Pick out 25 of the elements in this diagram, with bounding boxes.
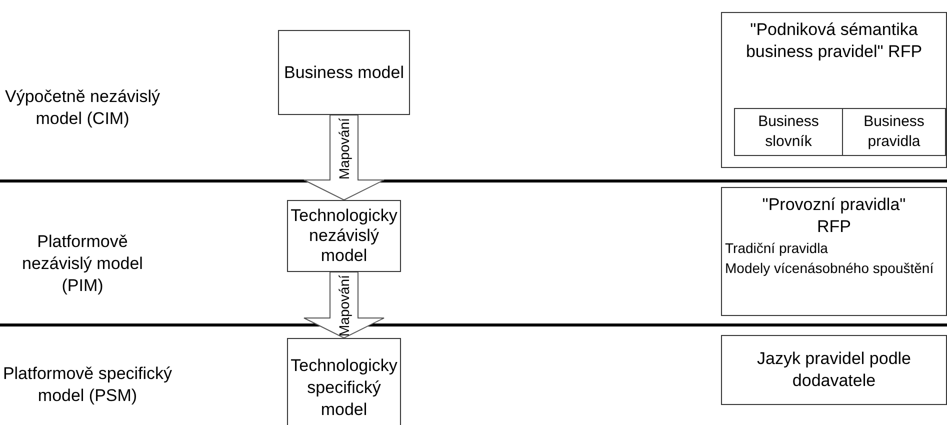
block-arrow [304,114,384,201]
block-arrow [304,272,384,339]
row-label: Platformově specifický model (PSM) [2,363,174,407]
box-label: Business pravidla [862,112,926,152]
edge-label: Mapování [335,275,353,336]
model-box [278,30,410,115]
edge-label: Mapování [335,118,353,180]
box-label: Technologicky specifický model [290,355,398,421]
box-label: Technologicky nezávislý model [290,206,398,266]
row-label: Platformově nezávislý model (PIM) [21,231,144,297]
box-label: Jazyk pravidel podle dodavatele [756,348,912,392]
table-cell [734,108,843,156]
model-box [287,200,401,272]
table-cell [842,108,946,156]
list-item: Modely vícenásobného spouštění [724,259,934,278]
panel-heading: "Provozní pravidla" RFP [761,194,907,238]
box-label: Business model [284,62,404,84]
rules-panel [721,187,947,316]
rules-panel [721,12,947,168]
model-box [287,338,401,425]
panel-heading: "Podniková sémantika business pravidel" RFP [744,19,924,63]
row-label: Výpočetně nezávislý model (CIM) [4,86,161,130]
rules-box [721,335,947,405]
list-item: Tradiční pravidla [724,239,828,258]
box-label: Business slovník [757,112,820,152]
